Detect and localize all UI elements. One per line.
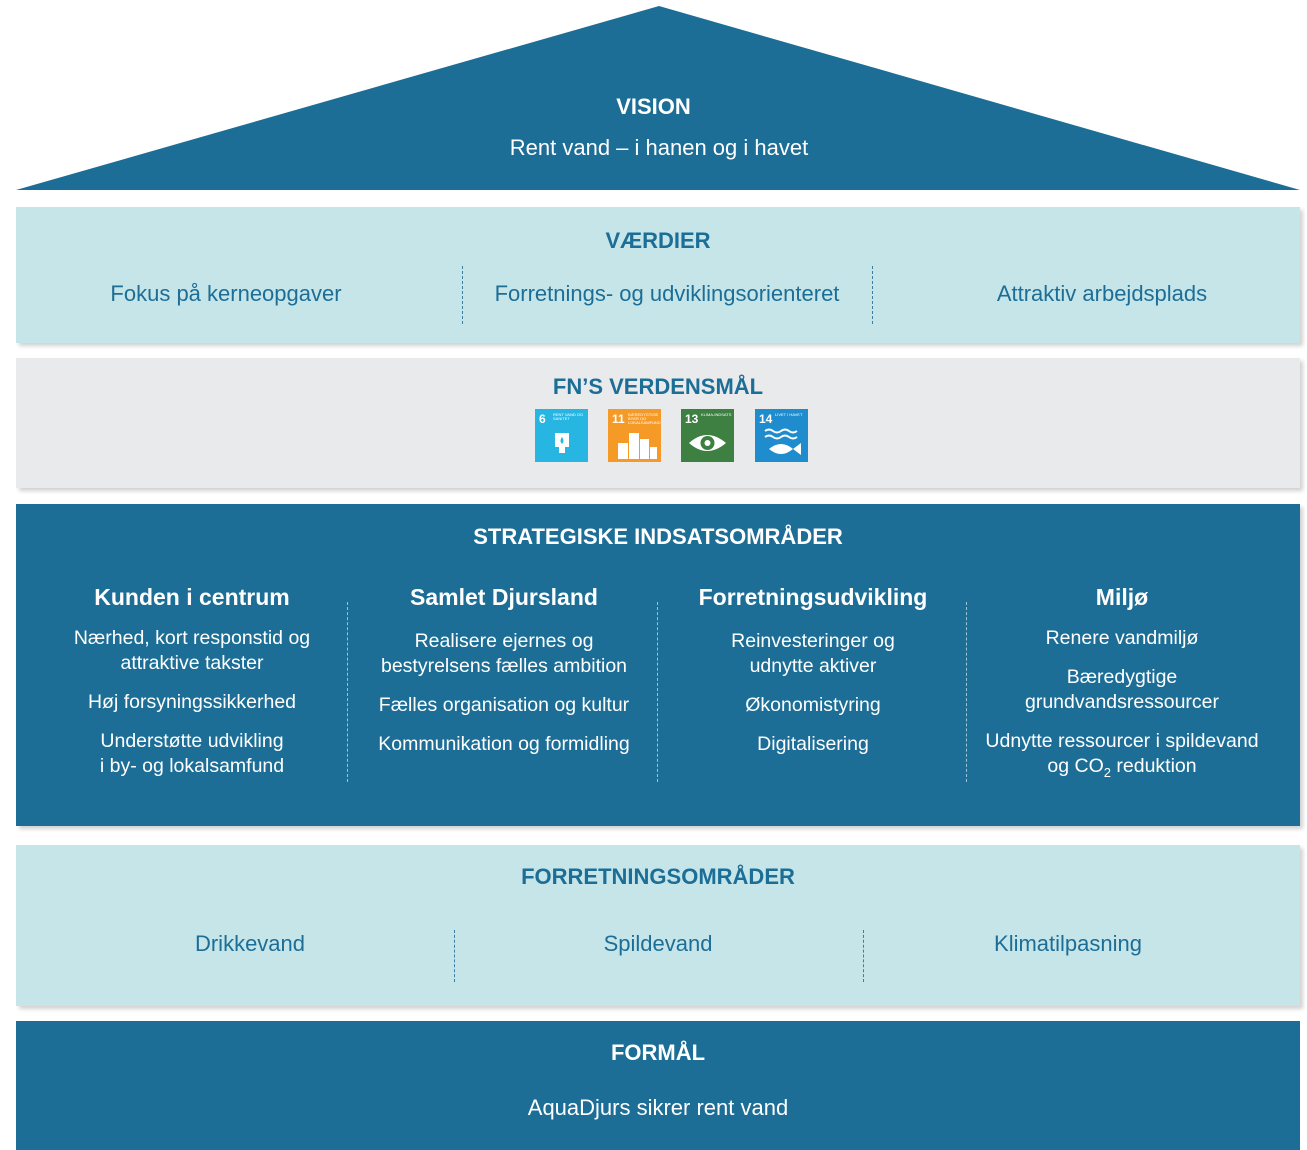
sdg-11-tile: 11 BÆREDYGTIGE BYER OG LOKALSAMFUND <box>608 409 661 462</box>
strategy-divider-3 <box>966 602 967 782</box>
business-areas-band <box>16 845 1300 1006</box>
strategy-column-heading: Miljø <box>1095 584 1149 610</box>
strategy-item: Kommunikation og formidling <box>378 733 630 755</box>
business-area-3: Klimatilpasning <box>994 931 1142 956</box>
strategy-item: Bæredygtige grundvandsressourcer <box>1024 666 1220 713</box>
strategy-item: Fælles organisation og kultur <box>378 694 630 716</box>
eye-globe-icon <box>689 435 726 451</box>
strategy-item: Reinvesteringer og udnytte aktiver <box>731 630 895 677</box>
strategy-column-heading: Samlet Djursland <box>410 584 598 610</box>
strategy-item: Digitalisering <box>757 733 869 755</box>
strategy-column-heading: Forretningsudvikling <box>698 584 928 610</box>
vision-roof <box>16 6 1300 190</box>
strategy-item: Nærhed, kort responstid og attraktive ta… <box>73 627 311 674</box>
values-divider-2 <box>872 266 873 324</box>
strategy-column-1: Kunden i centrum Nærhed, kort responstid… <box>36 584 348 779</box>
purpose-text: AquaDjurs sikrer rent vand <box>527 1095 789 1120</box>
business-area-2: Spildevand <box>603 931 713 956</box>
value-item-3: Attraktiv arbejdsplads <box>996 281 1208 306</box>
strategy-item: Økonomistyring <box>745 694 881 716</box>
strategy-divider-1 <box>347 602 348 782</box>
city-icon <box>618 433 657 459</box>
strategy-item: Høj forsyningssikkerhed <box>87 691 297 713</box>
strategy-column-4: Miljø Renere vandmiljø Bæredygtige grund… <box>972 584 1272 785</box>
business-areas-title: FORRETNINGSOMRÅDER <box>521 864 795 889</box>
strategy-item: Realisere ejernes og bestyrelsens fælles… <box>380 630 628 677</box>
strategy-divider-2 <box>657 602 658 782</box>
values-divider-1 <box>462 266 463 324</box>
purpose-band <box>16 1021 1300 1150</box>
business-area-1: Drikkevand <box>194 931 306 956</box>
strategy-band <box>16 504 1300 826</box>
water-drop-icon <box>555 433 569 453</box>
strategy-item: Renere vandmiljø <box>1045 627 1199 649</box>
purpose-title: FORMÅL <box>610 1040 706 1065</box>
values-band <box>16 207 1300 343</box>
strategy-item: Understøtte udvikling i by- og lokalsamf… <box>99 730 285 777</box>
value-item-1: Fokus på kerneopgaver <box>110 281 342 306</box>
sdg-14-tile: 14 LIVET I HAVET <box>755 409 808 462</box>
strategy-column-heading: Kunden i centrum <box>94 584 290 610</box>
vision-title: VISION <box>616 94 691 119</box>
strategy-column-2: Samlet Djursland Realisere ejernes og be… <box>355 584 653 757</box>
sdg-13-tile: 13 KLIMA-INDSATS <box>681 409 734 462</box>
strategy-item: Udnytte ressourcer i spildevand og CO2 r… <box>985 730 1259 780</box>
value-item-2: Forretnings- og udviklingsorienteret <box>494 281 840 306</box>
business-divider-2 <box>863 930 864 982</box>
business-divider-1 <box>454 930 455 982</box>
strategy-column-3: Forretningsudvikling Reinvesteringer og … <box>664 584 962 757</box>
fish-icon <box>764 428 801 455</box>
vision-text: Rent vand – i hanen og i havet <box>509 135 809 160</box>
values-title: VÆRDIER <box>605 228 711 253</box>
strategy-title: STRATEGISKE INDSATSOMRÅDER <box>473 524 843 549</box>
sdg-6-tile: 6 RENT VAND OG SANITET <box>535 409 588 462</box>
un-goals-title: FN’S VERDENSMÅL <box>552 374 764 399</box>
